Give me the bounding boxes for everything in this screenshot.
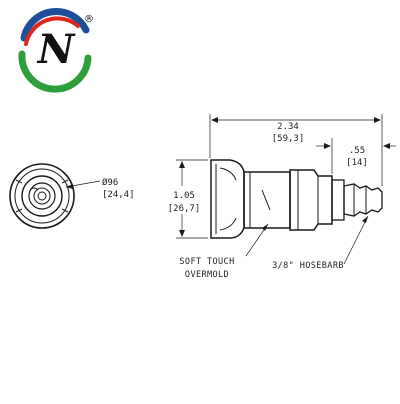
- barb-mm: [14]: [346, 158, 368, 168]
- overall-length-dimension: [209, 114, 383, 186]
- callout-leaders: [245, 215, 369, 265]
- barb-inch: .55: [349, 146, 365, 156]
- length-mm: [59,3]: [272, 134, 305, 144]
- diameter-inch: Ø96: [102, 177, 118, 188]
- length-inch: 2.34: [277, 122, 299, 132]
- barb-length-dimension: [316, 138, 396, 174]
- diameter-mm: [24,4]: [102, 190, 135, 200]
- logo-green-arc: [18, 50, 92, 93]
- overmold-callout-line2: OVERMOLD: [185, 270, 229, 280]
- end-view: [9, 163, 101, 229]
- logo-red-arc: [24, 16, 80, 46]
- height-inch: 1.05: [173, 191, 195, 201]
- logo-letter: N: [36, 26, 76, 73]
- height-mm: [26,7]: [168, 204, 201, 214]
- height-dimension: [176, 159, 208, 239]
- side-view-coupling: [210, 159, 383, 239]
- overmold-callout-line1: SOFT TOUCH: [179, 257, 234, 267]
- brand-logo: N ®: [18, 8, 94, 93]
- logo-blue-arc: [20, 8, 90, 42]
- registered-mark: ®: [84, 14, 94, 25]
- hosebarb-callout: 3/8" HOSEBARB: [272, 261, 344, 271]
